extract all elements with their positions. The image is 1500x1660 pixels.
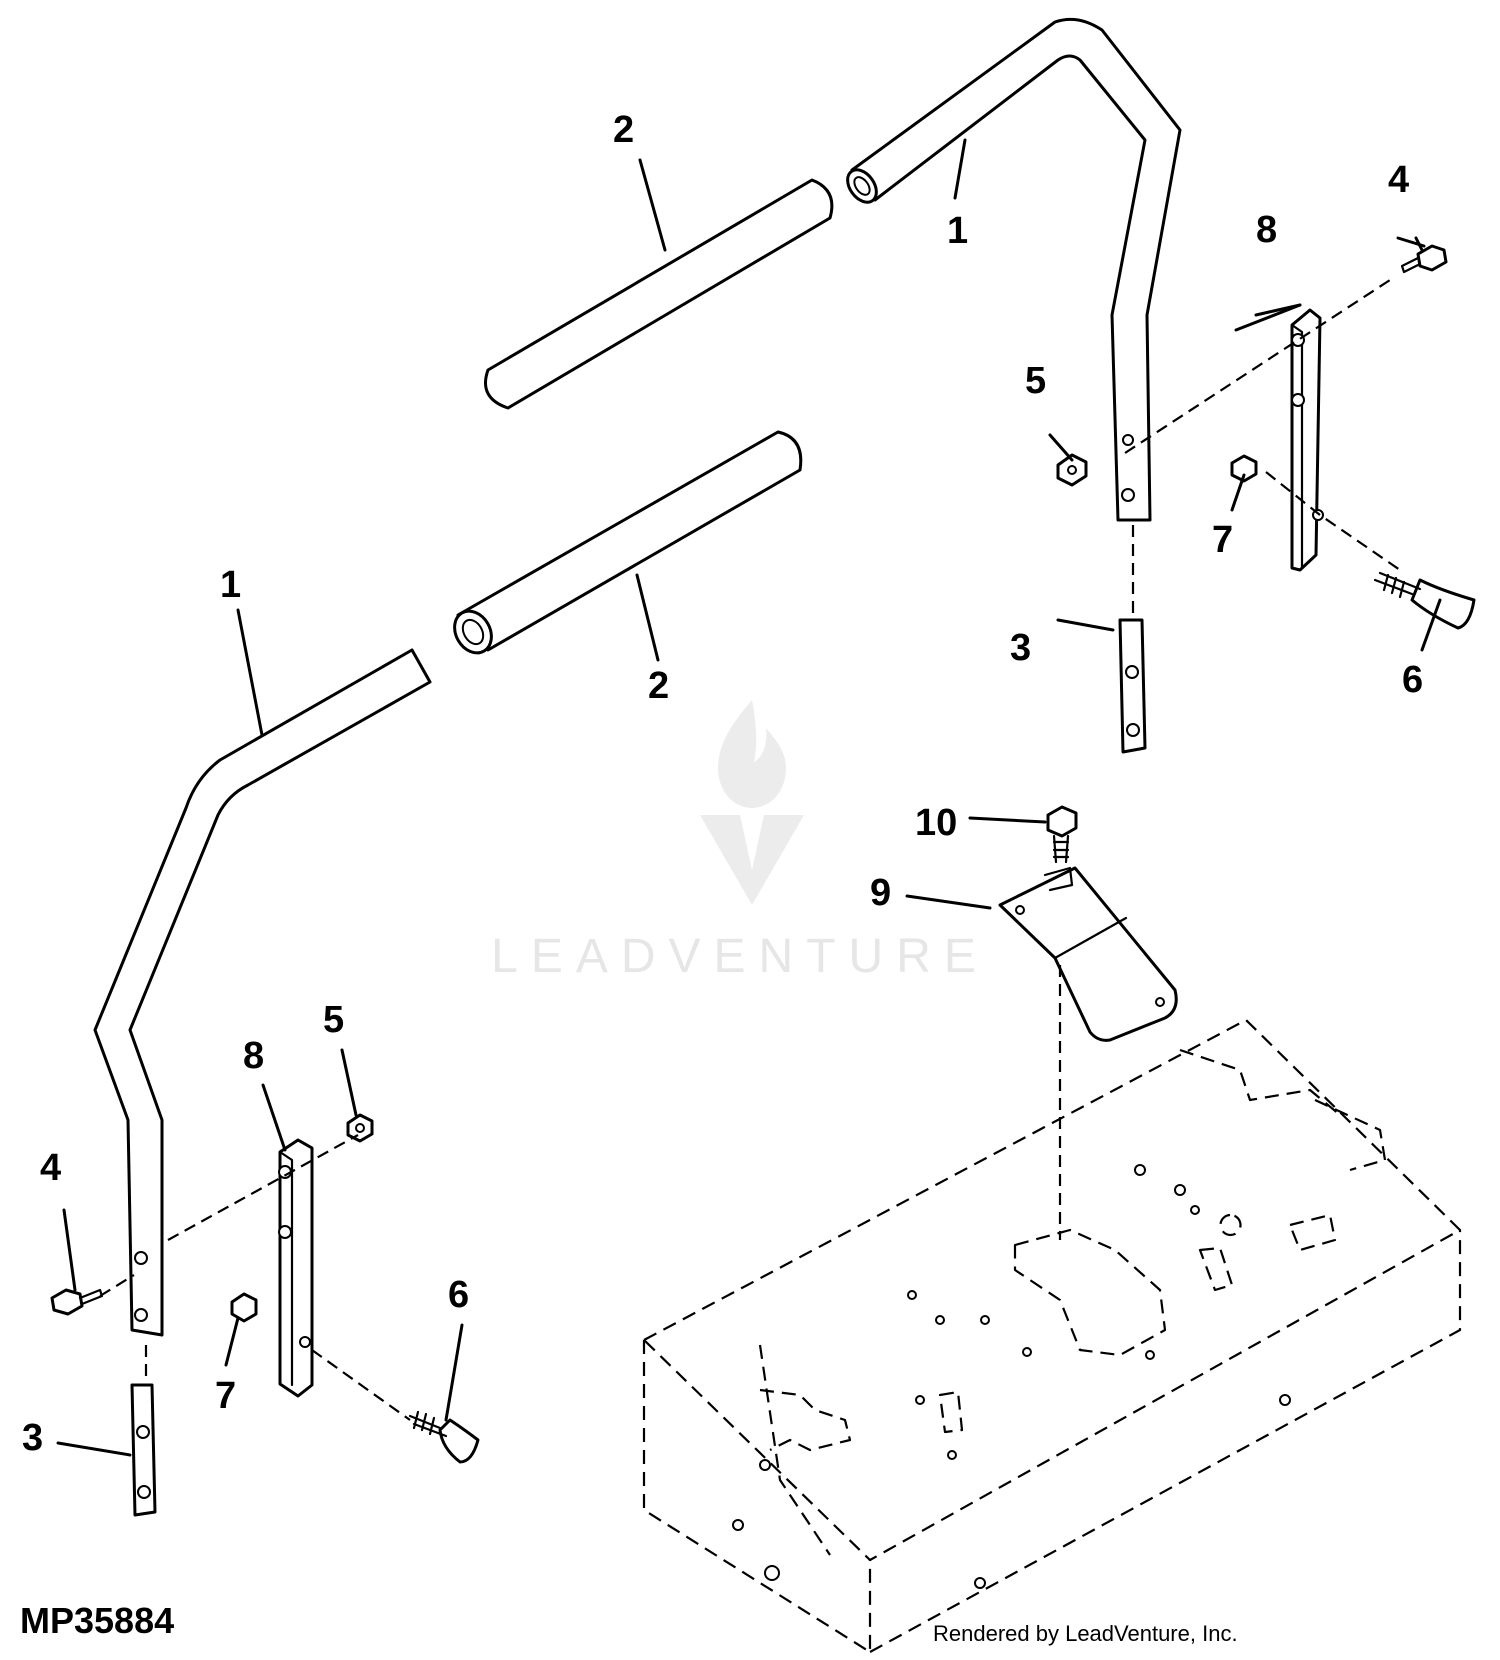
callout-7-left: 7 bbox=[215, 1375, 236, 1417]
leader-lines bbox=[56, 138, 1442, 1457]
callouts: 1 1 2 2 3 3 4 4 5 5 6 6 7 7 8 8 9 10 bbox=[22, 109, 1423, 1459]
callout-5-left: 5 bbox=[323, 999, 344, 1041]
part-1-lower-handle bbox=[93, 648, 432, 1337]
callout-4-right: 4 bbox=[1388, 159, 1409, 201]
part-9-10-bracket bbox=[998, 805, 1178, 1240]
right-hardware bbox=[1056, 244, 1476, 754]
callout-2-lower: 2 bbox=[648, 665, 669, 707]
callout-9: 9 bbox=[870, 872, 891, 914]
callout-2-upper: 2 bbox=[613, 109, 634, 151]
callout-7-right: 7 bbox=[1212, 519, 1233, 561]
callout-3-right: 3 bbox=[1010, 627, 1031, 669]
callout-3-left: 3 bbox=[22, 1417, 43, 1459]
callout-6-right: 6 bbox=[1402, 659, 1423, 701]
part-2-lower-grip bbox=[453, 430, 803, 655]
figure-id: MP35884 bbox=[20, 1600, 174, 1641]
watermark-v-icon bbox=[700, 815, 804, 905]
mower-deck bbox=[642, 1018, 1462, 1654]
watermark: LEADVENTURE bbox=[491, 700, 989, 983]
callout-8-right: 8 bbox=[1256, 209, 1277, 251]
watermark-flame-icon bbox=[718, 700, 786, 808]
left-hardware bbox=[50, 1113, 480, 1517]
callout-1-lower: 1 bbox=[220, 564, 241, 606]
callout-6-left: 6 bbox=[448, 1274, 469, 1316]
part-1-upper-handle bbox=[846, 17, 1182, 522]
part-2-upper-grip bbox=[484, 178, 834, 410]
callout-1-upper: 1 bbox=[947, 210, 968, 252]
callout-4-left: 4 bbox=[40, 1147, 61, 1189]
callout-10: 10 bbox=[915, 802, 957, 844]
callout-5-right: 5 bbox=[1025, 360, 1046, 402]
watermark-text: LEADVENTURE bbox=[491, 930, 989, 983]
callout-8-left: 8 bbox=[243, 1035, 264, 1077]
render-credit: Rendered by LeadVenture, Inc. bbox=[933, 1621, 1238, 1646]
